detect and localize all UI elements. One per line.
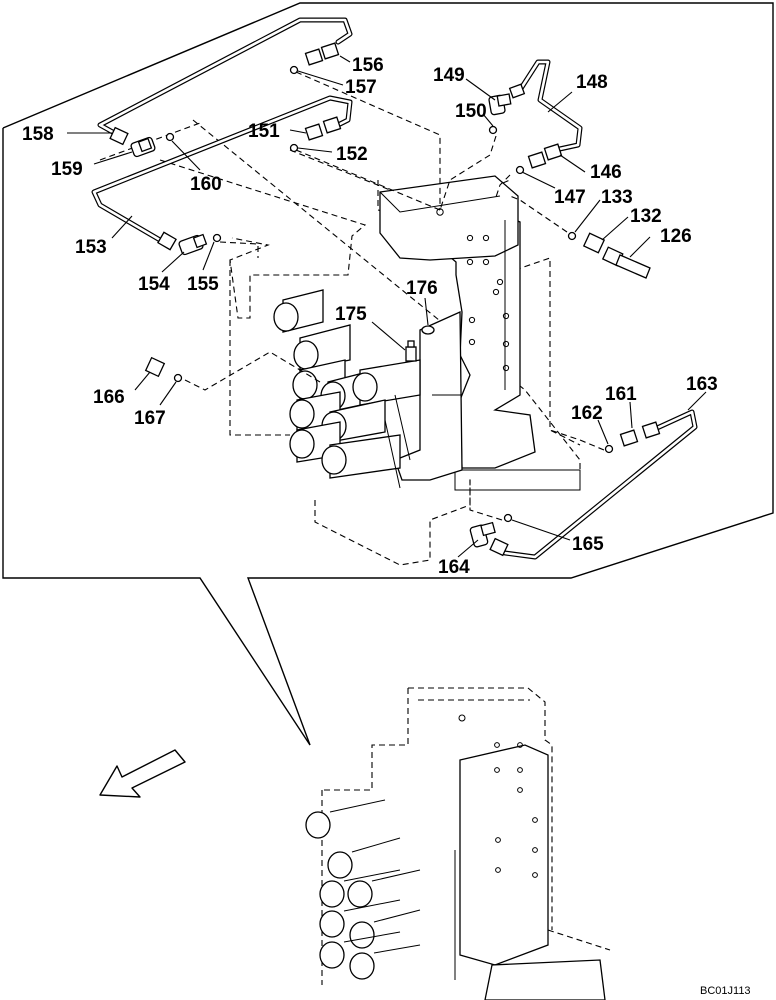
label-153: 153 (75, 237, 107, 258)
fitting-175-icon (405, 340, 417, 362)
part-labels: 156 157 151 152 158 159 160 153 154 155 … (22, 55, 718, 578)
fitting-151-icon (304, 116, 342, 141)
label-148: 148 (576, 72, 608, 93)
label-159: 159 (51, 159, 83, 180)
pipe-163 (502, 409, 698, 560)
direction-arrow-icon (99, 749, 186, 798)
detail-frame (2, 2, 774, 746)
pipe-148 (517, 59, 583, 153)
label-162: 162 (571, 403, 603, 424)
fitting-156-icon (304, 42, 340, 66)
label-157: 157 (345, 77, 377, 98)
leader-lines (67, 55, 707, 558)
oring-152-icon (289, 143, 299, 153)
label-151: 151 (248, 121, 280, 142)
connection-lines (184, 71, 605, 521)
label-163: 163 (686, 374, 718, 395)
oring-165-icon (503, 513, 513, 523)
oring-150-icon (488, 125, 498, 135)
label-133: 133 (601, 187, 633, 208)
label-154: 154 (138, 274, 170, 295)
label-126: 126 (660, 226, 692, 247)
label-164: 164 (438, 557, 470, 578)
control-valve (99, 119, 581, 566)
oring-167-icon (173, 373, 183, 383)
elbow-164-icon (469, 521, 509, 557)
fitting-158-icon (109, 126, 129, 146)
plug-166-icon (144, 356, 166, 378)
label-146: 146 (590, 162, 622, 183)
figure-code: BC01J113 (700, 985, 751, 997)
label-156: 156 (352, 55, 384, 76)
sensor-126-icon (601, 246, 651, 279)
label-158: 158 (22, 124, 54, 145)
label-149: 149 (433, 65, 465, 86)
label-160: 160 (190, 174, 222, 195)
label-150: 150 (455, 101, 487, 122)
elbow-154-icon (178, 233, 208, 256)
label-161: 161 (605, 384, 637, 405)
fitting-146-icon (527, 143, 563, 169)
oring-147-icon (515, 165, 525, 175)
oring-155-icon (212, 233, 222, 243)
elbow-149-icon (488, 83, 526, 116)
label-155: 155 (187, 274, 219, 295)
fittings (109, 42, 661, 557)
pipe-153 (91, 95, 353, 243)
label-176: 176 (406, 278, 438, 299)
oring-162-icon (604, 444, 614, 454)
fitting-153-icon (157, 231, 177, 251)
label-132: 132 (630, 206, 662, 227)
fitting-161-icon (619, 421, 661, 447)
pipe-158 (97, 17, 353, 138)
oring-133-icon (567, 231, 577, 241)
label-165: 165 (572, 534, 604, 555)
fitting-132-icon (582, 232, 606, 254)
label-147: 147 (554, 187, 586, 208)
oring-160-icon (165, 132, 175, 142)
overview-valve (305, 687, 611, 1000)
spool-group (273, 289, 421, 489)
label-152: 152 (336, 144, 368, 165)
oring-157-icon (289, 65, 299, 75)
label-167: 167 (134, 408, 166, 429)
label-175: 175 (335, 304, 367, 325)
label-166: 166 (93, 387, 125, 408)
oring-176-icon (421, 325, 435, 335)
elbow-159-icon (130, 136, 156, 158)
